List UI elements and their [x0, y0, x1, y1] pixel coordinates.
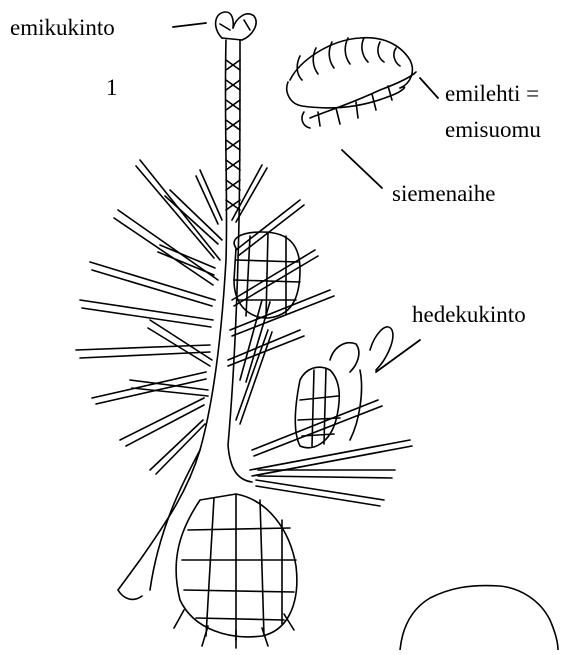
- label-megasporophyll-cont: emisuomu: [445, 118, 541, 141]
- label-female-flower: emikukinto: [10, 16, 115, 39]
- main-stem: [118, 40, 252, 599]
- label-ovule: siemenaihe: [392, 182, 495, 205]
- label-megasporophyll: emilehti =: [445, 82, 539, 105]
- female-scale-detail: [287, 38, 416, 128]
- male-flower-cluster: [295, 327, 393, 448]
- second-figure-fragment: [400, 586, 558, 651]
- mature-cone: [174, 494, 297, 648]
- figure-number: 1: [106, 76, 118, 99]
- pine-needles-left: [76, 160, 222, 474]
- label-male-flower: hedekukinto: [412, 303, 526, 326]
- female-cone-top: [216, 12, 256, 40]
- pine-needles-right: [228, 165, 412, 506]
